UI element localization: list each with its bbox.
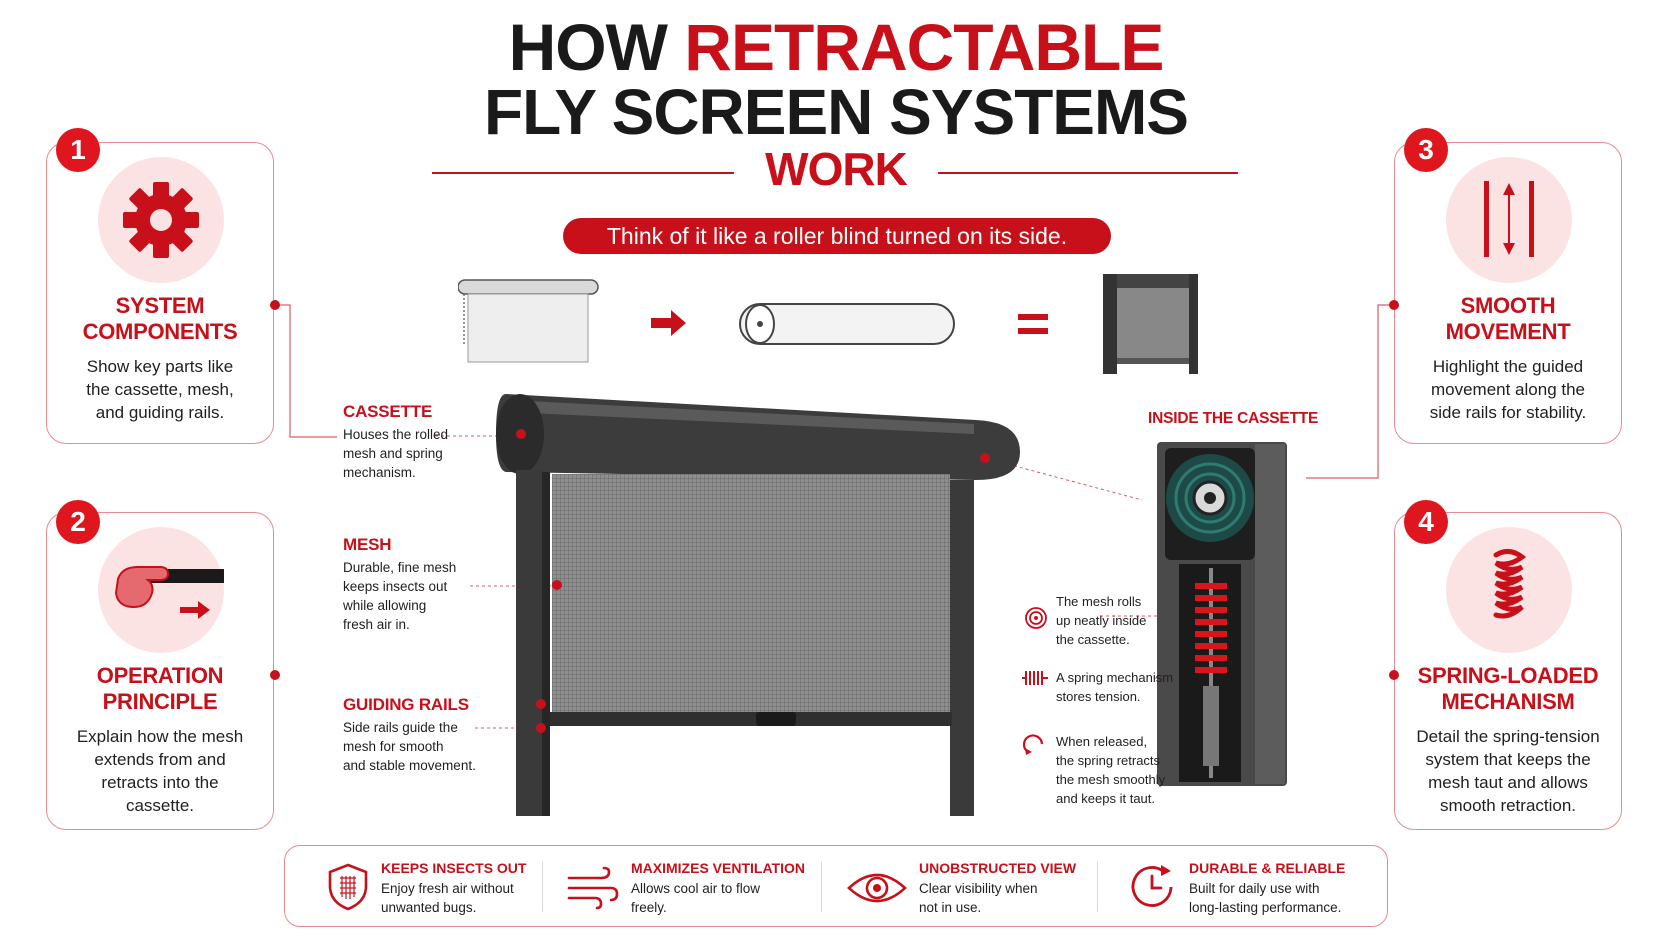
label-mesh-title: MESH: [343, 535, 392, 554]
cassette-callout-dot: [516, 429, 526, 439]
roller-tube-icon: [739, 303, 955, 345]
equals-icon: [1018, 314, 1048, 334]
feature-divider: [821, 862, 822, 912]
bottom-bar: [550, 712, 952, 726]
mesh-panel: [552, 474, 950, 714]
cassette-cutaway-illustration: [1157, 442, 1287, 786]
badge-4: 4: [1404, 500, 1448, 544]
arrow-right-icon: [651, 310, 686, 336]
red-spring: [1195, 583, 1227, 673]
inside-callout-dot: [980, 453, 990, 463]
title-line-3: WORK: [765, 143, 908, 195]
rails-arrows-icon: [1484, 181, 1534, 257]
card-icon-circle: [98, 157, 224, 283]
clock-icon: [1131, 865, 1173, 907]
feature-maximizes-ventilation: MAXIMIZES VENTILATION Allows cool air to…: [567, 846, 817, 928]
feature-divider: [542, 862, 543, 912]
title-how: HOW: [508, 10, 685, 84]
roller-blind-icon: [458, 279, 599, 363]
feature-title: MAXIMIZES VENTILATION: [631, 860, 805, 876]
eye-icon: [847, 873, 907, 903]
cassette-housing: [496, 394, 1020, 480]
title-line-2: FLY SCREEN SYSTEMS: [484, 76, 1189, 148]
card-2-connector-dot: [270, 670, 280, 680]
analogy-illustration: [458, 274, 1198, 374]
title-line-1: HOW RETRACTABLE: [0, 14, 1672, 80]
feature-divider: [1097, 862, 1098, 912]
mesh-callout-dot: [552, 580, 562, 590]
mesh-roll: [1166, 454, 1254, 542]
card-icon-circle: [1446, 157, 1572, 283]
badge-3: 3: [1404, 128, 1448, 172]
spring-small-icon: [1022, 671, 1048, 685]
badge-1: 1: [56, 128, 100, 172]
tagline-pill: Think of it like a roller blind turned o…: [563, 218, 1111, 254]
card-1-connector-dot: [270, 300, 280, 310]
card-3-connector-dot: [1389, 300, 1399, 310]
rail-callout-dot-1: [536, 699, 546, 709]
title-divider-left: [432, 172, 734, 174]
feature-title: UNOBSTRUCTED VIEW: [919, 860, 1077, 876]
shield-mesh-icon: [328, 863, 368, 911]
vertical-screen-icon: [1103, 274, 1198, 374]
inside-cassette-title: INSIDE THE CASSETTE: [1148, 410, 1319, 427]
wind-icon: [567, 866, 619, 910]
feature-durable-reliable: DURABLE & RELIABLE Built for daily use w…: [1127, 846, 1377, 928]
rail-callout-dot-2: [536, 723, 546, 733]
card-4-connector-dot: [1389, 670, 1399, 680]
spring-icon: [1493, 549, 1527, 619]
card-icon-circle: [1446, 527, 1572, 653]
card-icon-circle: [98, 527, 226, 653]
hand-pull-icon: [114, 566, 226, 619]
spring-rod: [1203, 686, 1219, 766]
roll-icon: [1025, 607, 1047, 629]
features-bar: KEEPS INSECTS OUT Enjoy fresh air withou…: [284, 845, 1388, 927]
label-cassette-title: CASSETTE: [343, 402, 433, 421]
left-guide-rail: [516, 470, 550, 816]
right-guide-rail: [950, 480, 974, 816]
feature-title: KEEPS INSECTS OUT: [381, 860, 527, 876]
title-divider-right: [938, 172, 1238, 174]
retract-arrow-icon: [1022, 734, 1044, 755]
fly-screen-illustration: [496, 394, 1020, 816]
badge-2: 2: [56, 500, 100, 544]
feature-keeps-insects-out: KEEPS INSECTS OUT Enjoy fresh air withou…: [325, 846, 555, 928]
label-rails-title: GUIDING RAILS: [343, 695, 469, 714]
feature-title: DURABLE & RELIABLE: [1189, 860, 1346, 876]
gear-icon: [123, 182, 199, 258]
title-retractable: RETRACTABLE: [684, 10, 1164, 84]
